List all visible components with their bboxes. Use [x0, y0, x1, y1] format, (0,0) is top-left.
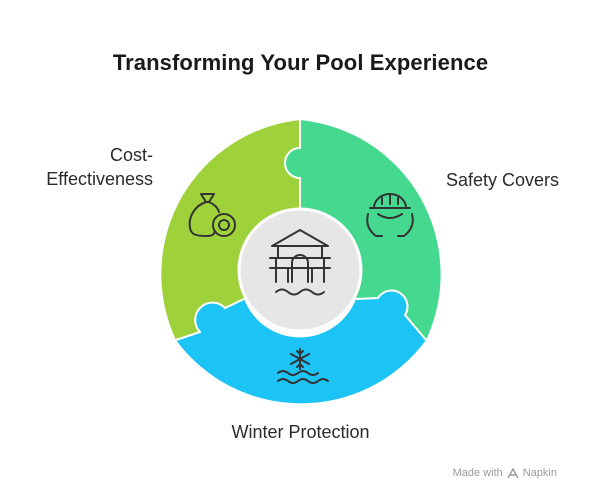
segment-winter-protection — [176, 290, 426, 404]
napkin-watermark[interactable]: Made with Napkin — [453, 467, 557, 479]
label-winter-protection: Winter Protection — [231, 422, 370, 442]
money-bag-coin-icon — [188, 193, 236, 237]
segment-divider — [355, 289, 427, 341]
pool-house-icon — [269, 229, 331, 296]
label-safety-covers: Safety Covers — [446, 170, 560, 190]
label-cost-effectiveness: Cost- Effectiveness — [46, 143, 153, 191]
made-with-text: Made with — [452, 467, 503, 479]
segment-divider — [284, 120, 301, 230]
label-cost-line-1: Cost- — [109, 145, 153, 165]
snowflake-waves-icon — [277, 348, 329, 384]
napkin-brand-text: Napkin — [522, 467, 557, 479]
segment-divider — [175, 298, 245, 341]
center-hub — [237, 207, 363, 333]
hard-hat-hands-icon — [366, 193, 414, 237]
napkin-logo-icon — [507, 467, 519, 478]
segment-cost-effectiveness — [161, 120, 300, 340]
segment-safety-covers — [285, 120, 441, 340]
label-cost-line-2: Effectiveness — [46, 169, 153, 189]
diagram-title: Transforming Your Pool Experience — [112, 50, 489, 75]
